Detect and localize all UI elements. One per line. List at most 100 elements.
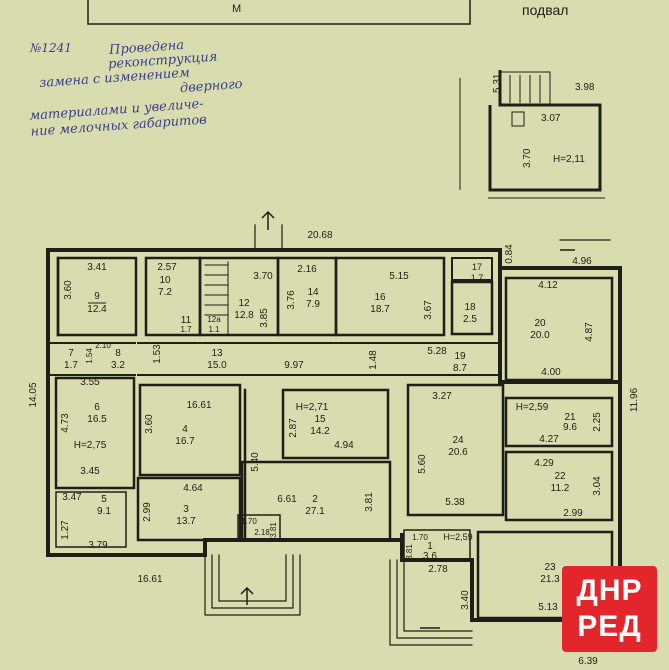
svg-text:2.25: 2.25 <box>592 412 603 432</box>
room-number: 14 <box>307 287 319 298</box>
svg-text:3.04: 3.04 <box>592 476 603 496</box>
svg-text:5.40: 5.40 <box>250 452 261 472</box>
svg-text:H=2,75: H=2,75 <box>74 440 107 451</box>
svg-text:3.81: 3.81 <box>364 492 375 512</box>
room-area: 12.4 <box>87 304 107 315</box>
svg-text:Проведена: Проведена <box>108 38 185 58</box>
room-number: 3 <box>183 504 189 515</box>
room-area: 1.7 <box>471 273 484 283</box>
room-number: 15 <box>314 414 326 425</box>
svg-text:3.81: 3.81 <box>269 522 278 538</box>
room-number: 17 <box>472 262 482 272</box>
room-number: 12a <box>207 315 221 324</box>
room-number: 4 <box>182 424 188 435</box>
svg-text:14.05: 14.05 <box>28 382 39 407</box>
room-number: 24 <box>452 435 464 446</box>
room-area: 20.0 <box>530 330 550 341</box>
svg-text:3.60: 3.60 <box>144 414 155 434</box>
title-stamp: М <box>87 0 471 25</box>
svg-text:5.38: 5.38 <box>445 497 465 508</box>
svg-text:5.13: 5.13 <box>538 602 558 613</box>
logo-line-1: ДНР <box>576 574 643 607</box>
svg-text:3.27: 3.27 <box>432 391 452 402</box>
room-number: 5 <box>101 494 107 505</box>
svg-text:3.79: 3.79 <box>88 540 108 551</box>
room-number: 9 <box>94 291 100 302</box>
svg-text:2.10: 2.10 <box>95 341 111 350</box>
logo-line-2: РЕД <box>577 610 642 643</box>
svg-text:2.18: 2.18 <box>254 528 270 537</box>
svg-text:3.55: 3.55 <box>80 377 100 388</box>
room-number: 7 <box>68 348 74 359</box>
room-number: 22 <box>554 471 566 482</box>
entry-arrows <box>240 210 575 629</box>
room-area: 18.7 <box>370 304 390 315</box>
svg-text:5.60: 5.60 <box>417 454 428 474</box>
room-number: 8 <box>115 348 121 359</box>
room-area: 2.5 <box>463 314 477 325</box>
room-number: 19 <box>454 351 466 362</box>
room-area: 9.1 <box>97 506 111 517</box>
dim: 5.31 <box>492 73 503 93</box>
room-area: 14.2 <box>310 426 330 437</box>
room-area: 3.2 <box>111 360 125 371</box>
room-number: 21 <box>564 412 576 423</box>
room-number: 10 <box>159 275 171 286</box>
watermark-logo: ДНР РЕД <box>562 566 657 652</box>
room-area: 16.7 <box>175 436 195 447</box>
svg-text:1.54: 1.54 <box>85 348 94 364</box>
walls <box>46 224 622 646</box>
svg-text:2.16: 2.16 <box>297 264 317 275</box>
svg-text:3.85: 3.85 <box>259 308 270 328</box>
page-title: подвал <box>522 2 568 18</box>
room-area: 1.7 <box>64 360 78 371</box>
room-area: 1.7 <box>180 325 192 334</box>
svg-text:1.53: 1.53 <box>152 344 163 364</box>
stamp-number: №1241 <box>29 41 72 55</box>
svg-text:6.39: 6.39 <box>578 656 598 667</box>
svg-text:1.27: 1.27 <box>60 520 71 540</box>
room-number: 1 <box>427 541 433 552</box>
svg-text:H=2,59: H=2,59 <box>516 402 549 413</box>
svg-text:16.61: 16.61 <box>137 574 162 585</box>
room-area: 9.6 <box>563 422 577 433</box>
dim: 3.98 <box>575 82 595 93</box>
room-area: 21.3 <box>540 574 560 585</box>
room-area: 15.0 <box>207 360 227 371</box>
svg-text:3.40: 3.40 <box>460 590 471 610</box>
svg-text:3.60: 3.60 <box>63 280 74 300</box>
svg-text:20.68: 20.68 <box>307 230 332 241</box>
dim: 3.07 <box>541 113 561 124</box>
svg-text:3.67: 3.67 <box>423 300 434 320</box>
svg-text:1.70: 1.70 <box>241 517 257 526</box>
dimension-labels: 20.68 16.61 14.05 11.96 6.39 3.41 3.60 2… <box>28 230 640 667</box>
room-number: 23 <box>544 562 556 573</box>
svg-text:4.27: 4.27 <box>539 434 559 445</box>
svg-text:H=2,71: H=2,71 <box>296 402 329 413</box>
room-area: 8.7 <box>453 363 467 374</box>
room-number: 6 <box>94 402 100 413</box>
svg-text:1.48: 1.48 <box>368 350 379 370</box>
svg-text:3.76: 3.76 <box>286 290 297 310</box>
svg-text:4.73: 4.73 <box>60 413 71 433</box>
height-marks: H=2,71 H=2,75 H=2,59 H=2,59 <box>74 402 549 542</box>
svg-text:4.29: 4.29 <box>534 458 554 469</box>
svg-text:2.99: 2.99 <box>142 502 153 522</box>
room-number: 13 <box>211 348 223 359</box>
svg-text:4.12: 4.12 <box>538 280 558 291</box>
svg-text:9.97: 9.97 <box>284 360 304 371</box>
svg-text:4.96: 4.96 <box>572 256 592 267</box>
room-area: 20.6 <box>448 447 468 458</box>
svg-text:6.61: 6.61 <box>277 494 297 505</box>
svg-text:0.84: 0.84 <box>504 244 515 264</box>
svg-text:3.41: 3.41 <box>87 262 107 273</box>
svg-text:4.00: 4.00 <box>541 367 561 378</box>
room-area: 7.2 <box>158 287 172 298</box>
room-labels: 9 12.4 10 7.2 11 1.7 12 12.8 12a 1.1 13 … <box>64 262 577 585</box>
svg-text:16.61: 16.61 <box>186 400 211 411</box>
room-area: 7.9 <box>306 299 320 310</box>
room-area: 1.1 <box>208 325 220 334</box>
svg-text:4.64: 4.64 <box>183 483 203 494</box>
svg-text:2.57: 2.57 <box>157 262 177 273</box>
